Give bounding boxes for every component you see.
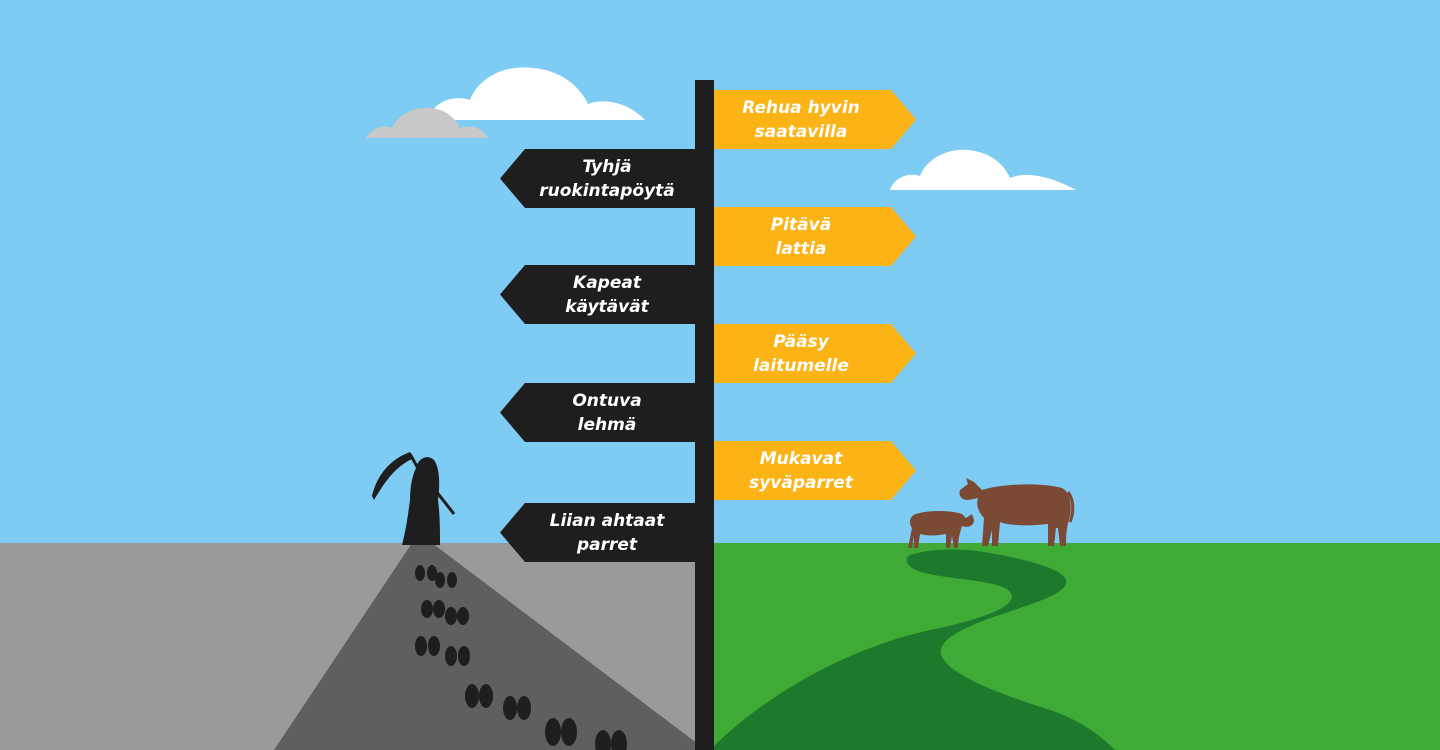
pasture-path: [712, 549, 1115, 750]
sign-comfortable-deep-stalls: Mukavat syväparret: [714, 441, 916, 500]
sign-label-line1: Tyhjä: [582, 156, 632, 177]
signpost-pole: [695, 80, 714, 750]
calf-icon: [908, 511, 974, 548]
sign-label-line2: parret: [576, 534, 638, 555]
hoofprint-icon: [415, 636, 440, 656]
cloud-icon: [890, 149, 1076, 190]
sign-empty-feed-table: Tyhjä ruokintapöytä: [500, 149, 696, 208]
sign-lame-cow: Ontuva lehmä: [500, 383, 696, 442]
sign-label-line1: Mukavat: [759, 448, 843, 469]
hoofprint-icon: [465, 684, 493, 708]
sign-label-line2: saatavilla: [754, 121, 848, 142]
hoofprint-icon: [595, 730, 627, 750]
hoofprint-icon: [445, 607, 469, 625]
sign-label-line1: Rehua hyvin: [742, 97, 860, 118]
sign-label-line1: Pitävä: [770, 214, 832, 235]
hoofprint-icon: [435, 572, 457, 588]
hoofprint-icon: [421, 600, 445, 618]
hoofprint-icon: [415, 565, 437, 581]
sign-label-line2: lehmä: [577, 414, 637, 435]
sign-label-line1: Kapeat: [573, 272, 641, 293]
sign-label-line1: Liian ahtaat: [549, 510, 665, 531]
sign-narrow-alleys: Kapeat käytävät: [500, 265, 696, 324]
cloud-icon: [366, 107, 488, 138]
barren-path: [274, 543, 706, 750]
sign-feed-available: Rehua hyvin saatavilla: [714, 90, 916, 149]
cloud-icon: [428, 67, 645, 120]
grim-reaper-icon: [372, 452, 456, 545]
sign-cramped-stalls: Liian ahtaat parret: [500, 503, 696, 562]
hoofprint-trail: [415, 565, 627, 750]
hoofprint-icon: [503, 696, 531, 720]
sign-label-line2: syväparret: [749, 472, 853, 493]
sign-label-line1: Pääsy: [773, 331, 829, 352]
cow-icon: [959, 478, 1075, 546]
sign-label-line2: käytävät: [565, 296, 649, 317]
sign-label-line2: laitumelle: [753, 355, 849, 376]
hoofprint-icon: [545, 718, 577, 746]
sign-label-line1: Ontuva: [572, 390, 642, 411]
sign-pasture-access: Pääsy laitumelle: [714, 324, 916, 383]
sign-grippy-floor: Pitävä lattia: [714, 207, 916, 266]
hoofprint-icon: [445, 646, 470, 666]
sign-label-line2: ruokintapöytä: [539, 180, 675, 201]
sign-label-line2: lattia: [775, 238, 827, 259]
